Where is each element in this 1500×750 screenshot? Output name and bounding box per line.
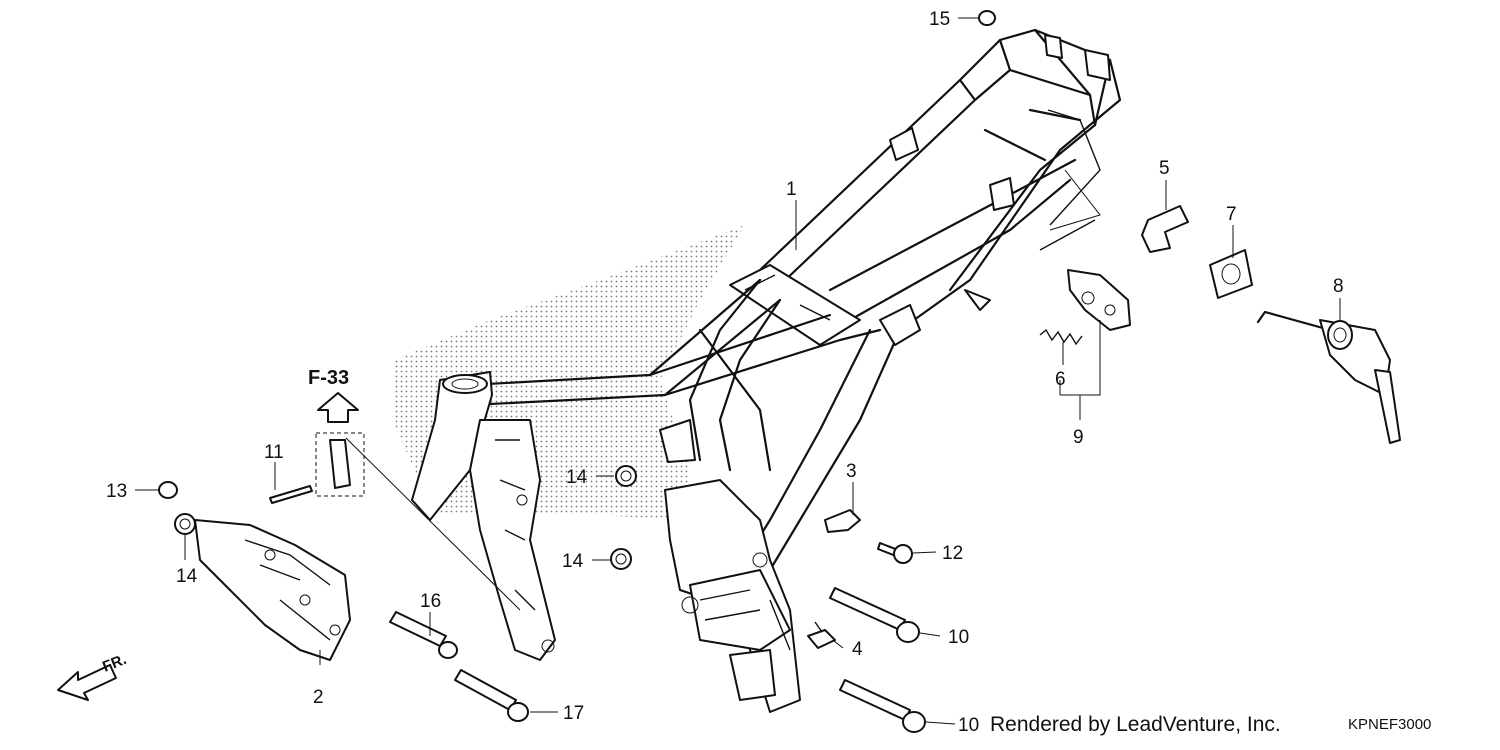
collar-14-left xyxy=(174,513,196,535)
latch-9 xyxy=(1067,269,1131,331)
callout-4: 4 xyxy=(852,639,863,660)
callout-17: 17 xyxy=(563,703,584,724)
callout-13: 13 xyxy=(106,481,127,502)
bolt-16 xyxy=(389,611,447,647)
side-guard[interactable] xyxy=(194,519,351,661)
nut-13 xyxy=(158,481,178,499)
collar-14-mid xyxy=(615,465,637,487)
seat-lock-assembly[interactable] xyxy=(1039,205,1401,444)
callout-14-left: 14 xyxy=(176,566,198,587)
bolt-10-upper xyxy=(829,587,906,631)
main-frame[interactable] xyxy=(411,28,1122,713)
front-direction-arrow xyxy=(57,664,117,701)
callout-9: 9 xyxy=(1073,427,1084,448)
bolt-17 xyxy=(454,669,517,711)
clip-5 xyxy=(1141,205,1189,253)
lock-cable-8 xyxy=(1256,310,1332,332)
reference-arrow[interactable] xyxy=(315,392,365,497)
plate-7 xyxy=(1209,249,1253,299)
collar-14-lower xyxy=(610,548,632,570)
reference-label[interactable]: F-33 xyxy=(308,367,349,389)
callout-12: 12 xyxy=(942,543,963,564)
callout-labels: 1 2 3 4 5 6 7 8 9 10 10 11 12 13 14 14 1… xyxy=(106,9,1344,736)
bracket-3 xyxy=(824,509,861,533)
callout-6: 6 xyxy=(1055,369,1066,390)
credit-text: Rendered by LeadVenture, Inc. xyxy=(990,713,1281,736)
leader-lines xyxy=(135,17,1341,725)
callout-10-upper: 10 xyxy=(948,627,969,648)
nut-4 xyxy=(807,629,836,649)
hardware[interactable] xyxy=(158,10,996,733)
callout-14-lower: 14 xyxy=(562,551,584,572)
callout-15: 15 xyxy=(929,9,950,30)
bolt-15 xyxy=(978,10,996,26)
pin-11 xyxy=(269,485,313,504)
callout-2: 2 xyxy=(313,687,324,708)
callout-11: 11 xyxy=(264,442,284,463)
callout-7: 7 xyxy=(1226,204,1237,225)
callout-10-lower: 10 xyxy=(958,715,979,736)
bolt-10-lower xyxy=(839,679,911,721)
callout-5: 5 xyxy=(1159,158,1170,179)
key xyxy=(1374,369,1401,444)
callout-14-mid: 14 xyxy=(566,467,588,488)
callout-1: 1 xyxy=(786,179,797,200)
callout-8: 8 xyxy=(1333,276,1344,297)
front-label: FR. xyxy=(100,651,129,676)
callout-16: 16 xyxy=(420,591,441,612)
diagram-code: KPNEF3000 xyxy=(1348,716,1431,733)
callout-3: 3 xyxy=(846,461,857,482)
spring-6 xyxy=(1039,328,1083,346)
